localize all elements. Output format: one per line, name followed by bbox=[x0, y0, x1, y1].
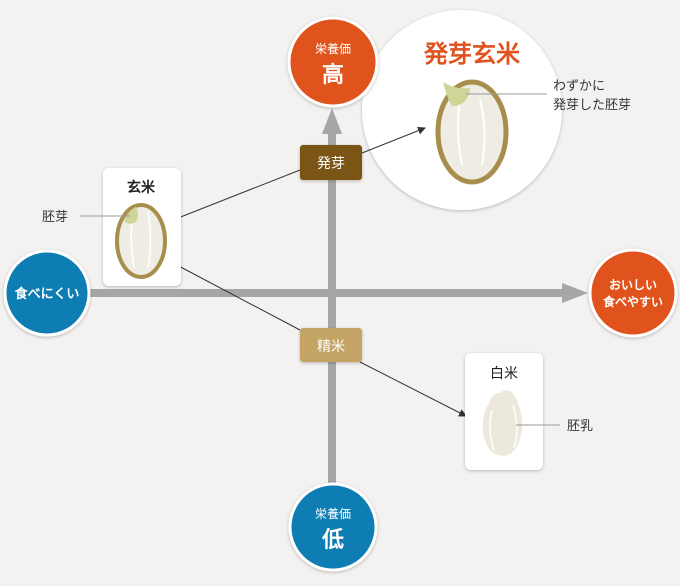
tasty-label: おいしい bbox=[609, 278, 657, 292]
germinated-rice-grain-icon bbox=[435, 79, 509, 185]
white-rice-grain-icon bbox=[482, 390, 523, 456]
brown-rice-card: 玄米 胚芽 bbox=[42, 168, 181, 286]
low-label: 低 bbox=[321, 528, 344, 553]
tasty-easy-to-eat-circle: おいしい 食べやすい bbox=[588, 248, 678, 338]
up-arrowhead-icon bbox=[322, 108, 342, 134]
white-rice-card: 白米 胚乳 bbox=[465, 353, 593, 470]
vertical-axis-line bbox=[328, 128, 336, 490]
arrow-germinate-to-germinated bbox=[361, 126, 426, 154]
germinate-step-label: 発芽 bbox=[317, 156, 345, 172]
polish-step-badge: 精米 bbox=[300, 328, 362, 362]
germ-label-line2: 発芽した胚芽 bbox=[553, 98, 631, 113]
white-rice-title: 白米 bbox=[490, 366, 518, 382]
polish-step-label: 精米 bbox=[317, 339, 345, 355]
high-label: 高 bbox=[322, 62, 344, 88]
brown-rice-title: 玄米 bbox=[127, 179, 156, 196]
germinated-brown-rice-title: 発芽玄米 bbox=[423, 40, 520, 68]
connector-brown-to-germinate bbox=[172, 169, 301, 221]
vertical-axis bbox=[322, 108, 342, 490]
right-arrowhead-icon bbox=[562, 283, 588, 303]
arrow-polish-to-white bbox=[359, 361, 467, 417]
endosperm-label: 胚乳 bbox=[567, 419, 593, 434]
hard-to-eat-circle: 食べにくい bbox=[3, 249, 91, 337]
brown-rice-grain-icon bbox=[115, 203, 167, 279]
hard-to-eat-label: 食べにくい bbox=[15, 286, 80, 302]
connector-brown-to-polish bbox=[172, 262, 301, 331]
easy-to-eat-label: 食べやすい bbox=[602, 294, 663, 309]
high-nutrition-label: 栄養価 bbox=[315, 41, 351, 56]
embryo-label: 胚芽 bbox=[42, 210, 68, 225]
germinate-step-badge: 発芽 bbox=[300, 145, 362, 180]
low-nutrition-circle: 栄養価 低 bbox=[288, 482, 378, 572]
high-nutrition-circle: 栄養価 高 bbox=[287, 16, 379, 108]
low-nutrition-label: 栄養価 bbox=[315, 506, 351, 521]
germinated-brown-rice-panel: 発芽玄米 わずかに 発芽した胚芽 bbox=[362, 10, 631, 210]
germ-label-line1: わずかに bbox=[553, 79, 605, 94]
